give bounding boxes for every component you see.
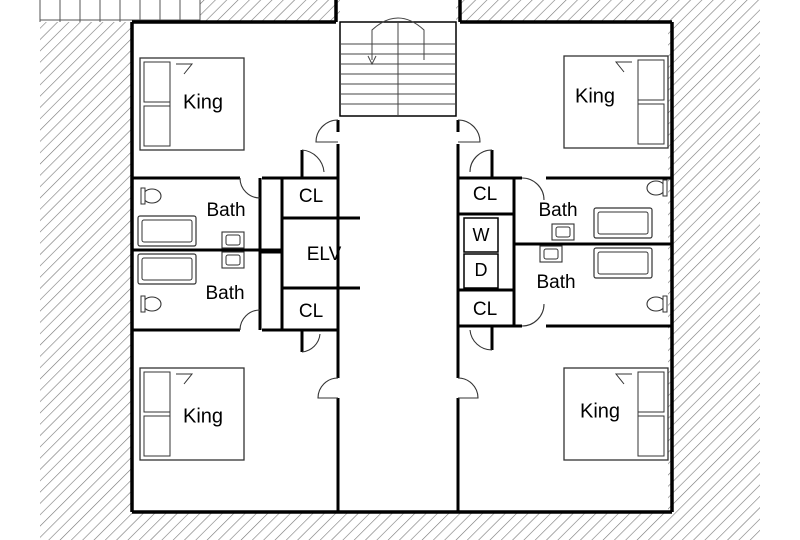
corridor-walls bbox=[336, 120, 460, 512]
elevator-label: ELV bbox=[307, 244, 342, 265]
closet-label-upper-right: CL bbox=[473, 184, 497, 205]
sink-upper-right bbox=[551, 223, 575, 241]
closet-label-upper-left: CL bbox=[299, 186, 323, 207]
bedroom-label-bottom-right: King bbox=[580, 400, 620, 422]
doors bbox=[239, 119, 545, 399]
closet-label-lower-right: CL bbox=[473, 299, 497, 320]
bath-label-lower-right: Bath bbox=[536, 272, 575, 293]
bath-label-lower-left: Bath bbox=[205, 283, 244, 304]
staircase bbox=[339, 17, 457, 117]
dryer-label: D bbox=[475, 260, 488, 280]
bedroom-label-top-left: King bbox=[183, 91, 223, 113]
toilet-upper-left bbox=[140, 187, 162, 205]
toilet-upper-right bbox=[646, 179, 668, 197]
bedroom-label-top-right: King bbox=[575, 85, 615, 107]
sink-lower-right bbox=[539, 245, 563, 263]
toilet-lower-left bbox=[140, 295, 162, 313]
bath-label-upper-left: Bath bbox=[206, 200, 245, 221]
toilet-lower-right bbox=[646, 295, 668, 313]
washer-label: W bbox=[473, 225, 490, 245]
bathtub-lower-right bbox=[593, 247, 653, 279]
closet-label-lower-left: CL bbox=[299, 301, 323, 322]
sink-upper-left bbox=[221, 231, 245, 249]
sink-lower-left bbox=[221, 251, 245, 269]
bath-label-upper-right: Bath bbox=[538, 200, 577, 221]
bathtub-upper-left bbox=[137, 215, 197, 247]
bathtub-upper-right bbox=[593, 207, 653, 239]
laundry-units bbox=[463, 217, 499, 289]
interior-walls bbox=[132, 150, 672, 352]
bathtub-lower-left bbox=[137, 253, 197, 285]
bedroom-label-bottom-left: King bbox=[183, 405, 223, 427]
exterior-walls bbox=[130, 0, 674, 514]
